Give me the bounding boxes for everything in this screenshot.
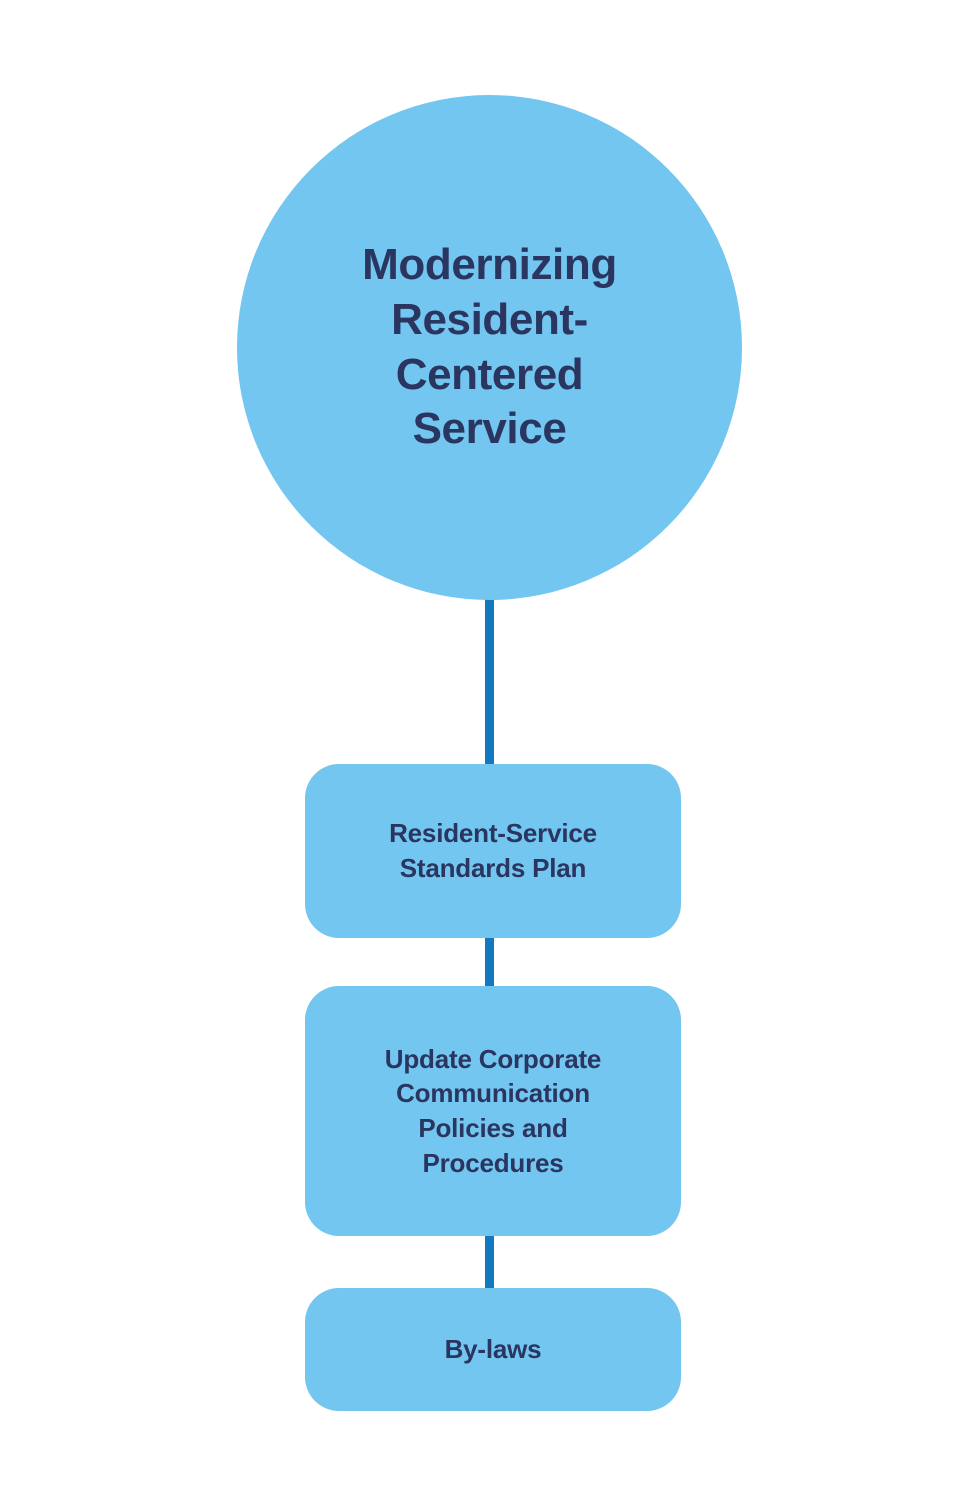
node-update-corporate-communication-policies-and-procedures[interactable]: Update Corporate Communication Policies … [305, 986, 681, 1236]
node-resident-service-standards-plan[interactable]: Resident-Service Standards Plan [305, 764, 681, 938]
node-label-bylaws: By-laws [444, 1334, 542, 1365]
node-label-standards-plan: Resident-Service Standards Plan [389, 818, 597, 883]
connector-standards-plan-to-comm-policies [485, 930, 494, 994]
connector-comm-policies-to-bylaws [485, 1228, 494, 1296]
root-node-label: Modernizing Resident- Centered Service [362, 240, 617, 454]
connector-root-to-standards-plan [485, 592, 494, 772]
node-label-comm-policies: Update Corporate Communication Policies … [384, 1043, 602, 1178]
root-node-modernizing-resident-centered-service[interactable]: Modernizing Resident- Centered Service [237, 95, 742, 600]
node-bylaws[interactable]: By-laws [305, 1288, 681, 1411]
